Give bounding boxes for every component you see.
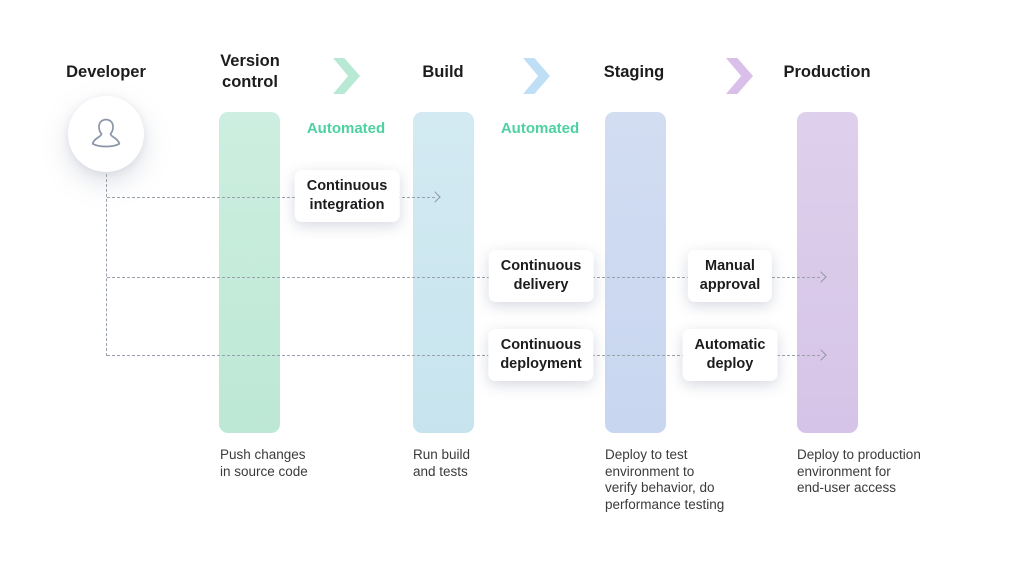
chevron-right-icon <box>523 58 550 94</box>
person-icon <box>91 118 121 148</box>
caption-version-control: Push changes in source code <box>220 447 308 479</box>
pipeline-bar-version-control <box>219 112 280 433</box>
caption-production: Deploy to production environment for end… <box>797 447 921 495</box>
flow-line-continuous-delivery <box>107 277 820 278</box>
pipeline-bar-production <box>797 112 858 433</box>
automated-label: Automated <box>500 120 580 137</box>
caption-build: Run build and tests <box>413 447 471 479</box>
caption-staging: Deploy to test environment to verify beh… <box>605 447 725 512</box>
flow-line-continuous-deployment <box>107 355 820 356</box>
card-continuous-delivery: Continuous delivery <box>488 250 594 302</box>
stage-header-production: Production <box>783 63 871 81</box>
card-continuous-deployment: Continuous deployment <box>488 329 594 381</box>
stage-header-staging: Staging <box>603 63 665 81</box>
card-manual-approval: Manual approval <box>687 250 773 302</box>
card-continuous-integration: Continuous integration <box>294 170 400 222</box>
developer-avatar <box>68 96 144 172</box>
automated-label: Automated <box>306 120 386 137</box>
chevron-right-icon <box>333 58 360 94</box>
card-automatic-deploy: Automatic deploy <box>682 329 778 381</box>
pipeline-bar-staging <box>605 112 666 433</box>
stage-header-developer: Developer <box>66 63 146 81</box>
pipeline-bar-build <box>413 112 474 433</box>
stage-header-version-control: Version control <box>220 52 280 91</box>
flow-line-continuous-integration <box>107 197 435 198</box>
chevron-right-icon <box>726 58 753 94</box>
developer-flow-line <box>106 174 107 356</box>
stage-header-build: Build <box>422 63 464 81</box>
